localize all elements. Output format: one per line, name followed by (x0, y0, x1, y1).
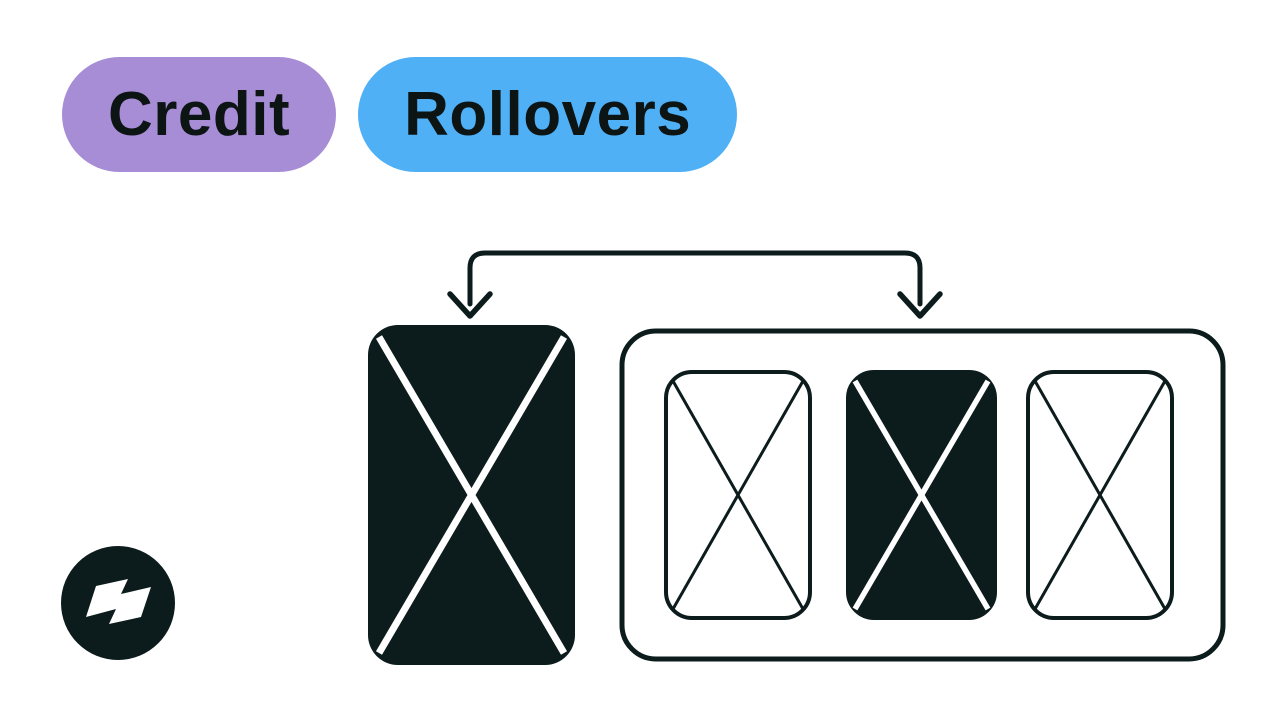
source-card-crossed (368, 325, 575, 665)
source-card-cross-line-2 (375, 335, 568, 655)
arrowhead-down-left-icon (447, 291, 493, 319)
rollover-arrow (447, 250, 943, 319)
tray-slot-2 (846, 370, 997, 620)
badge-rollovers: Rollovers (358, 57, 738, 172)
brand-logo (61, 546, 175, 660)
tray-slot-1 (664, 370, 812, 620)
tray-slot-2-cross-line-2 (852, 379, 991, 611)
tray-slot-3 (1026, 370, 1174, 620)
arrow-connector-line (467, 250, 923, 307)
tray-slot-1-cross-line-2 (671, 380, 805, 610)
badge-credit: Credit (62, 57, 337, 172)
arrowhead-down-right-icon (897, 291, 943, 319)
title-badges: Credit Rollovers (62, 57, 738, 172)
flag-glyph-icon (86, 579, 151, 624)
tray-slot-3-cross-line-2 (1033, 380, 1167, 610)
